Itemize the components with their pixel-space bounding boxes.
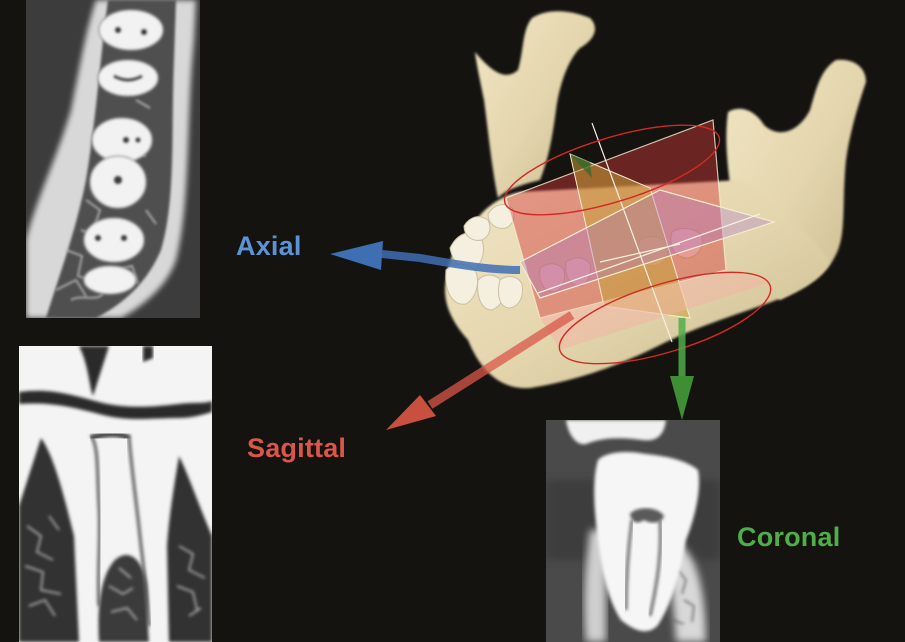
axial-plane: [519, 189, 777, 299]
sagittal-plane: [569, 153, 691, 319]
coronal-label: Coronal: [737, 522, 841, 552]
axial-slice-image: [26, 0, 200, 318]
sagittal-slice-image: [19, 346, 212, 642]
coronal-arrow: [670, 318, 694, 420]
crosshair-lines: [537, 122, 761, 343]
axial-label: Axial: [236, 231, 302, 261]
sagittal-arrow: [386, 311, 575, 430]
coronal-slice-image: [546, 420, 720, 642]
lower-cylinder-ellipse: [558, 271, 772, 365]
upper-cylinder-ellipse: [503, 124, 721, 216]
sagittal-label: Sagittal: [247, 433, 347, 463]
axial-arrow: [330, 241, 521, 274]
lower-box-face: [540, 270, 772, 350]
